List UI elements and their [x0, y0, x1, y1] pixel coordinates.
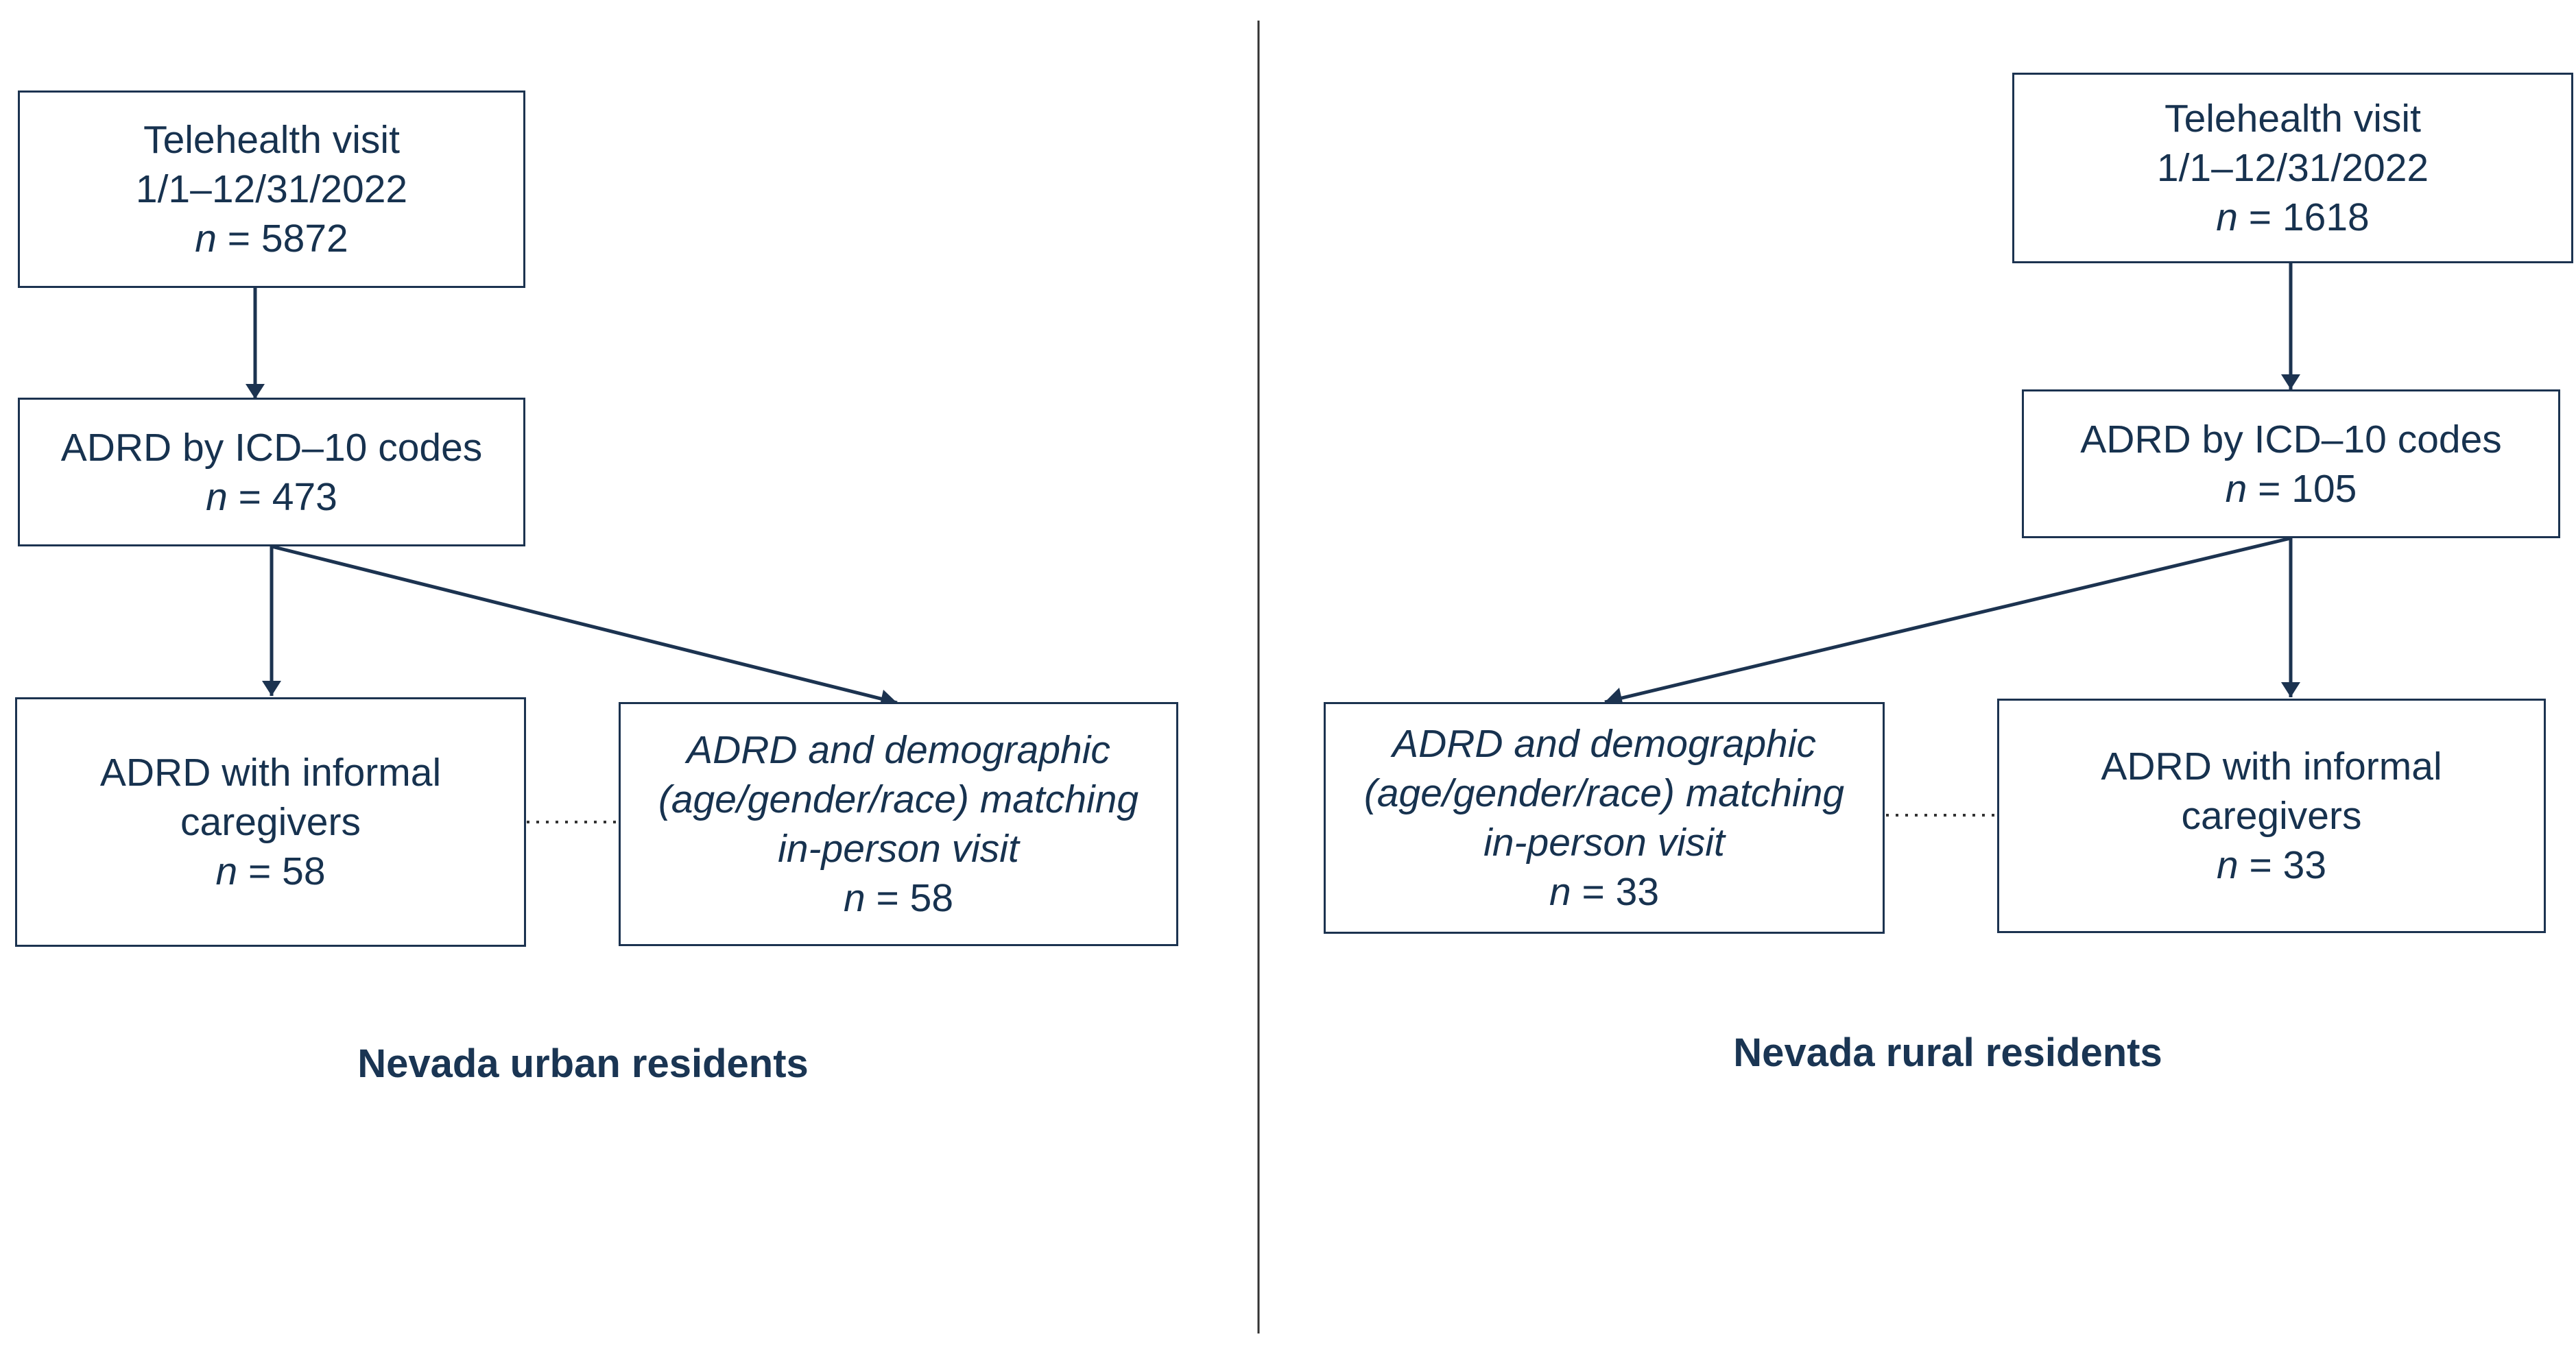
urban-telehealth-count: n = 5872 [195, 214, 348, 263]
count-value: = 58 [865, 876, 954, 920]
urban-telehealth-title: Telehealth visit [143, 118, 400, 162]
urban-caption: Nevada urban residents [357, 1041, 809, 1086]
rural-telehealth-box: Telehealth visit 1/1–12/31/2022 n = 1618 [2012, 73, 2573, 263]
rural-adrd-title: ADRD by ICD–10 codes [2080, 417, 2502, 461]
urban-telehealth-box: Telehealth visit 1/1–12/31/2022 n = 5872 [18, 90, 525, 288]
rural-caregivers-line2: caregivers [2181, 794, 2362, 838]
urban-arrowhead-1 [246, 384, 265, 399]
rural-caregivers-box: ADRD with informal caregivers n = 33 [1997, 699, 2546, 933]
rural-matching-line1: ADRD and demographic [1392, 722, 1816, 766]
rural-arrowhead-1 [2281, 374, 2300, 389]
urban-matching-box: ADRD and demographic (age/gender/race) m… [619, 702, 1178, 946]
rural-arrowhead-2 [2281, 682, 2300, 697]
urban-adrd-count: n = 473 [206, 472, 337, 522]
count-value: = 1618 [2237, 195, 2370, 239]
urban-matching-line2: (age/gender/race) matching [658, 777, 1139, 821]
rural-caption: Nevada rural residents [1733, 1030, 2162, 1075]
urban-matching-count: n = 58 [844, 873, 953, 923]
count-value: = 33 [2238, 843, 2327, 887]
n-symbol: n [215, 849, 238, 893]
urban-caregivers-count: n = 58 [215, 847, 325, 896]
rural-telehealth-dates: 1/1–12/31/2022 [2156, 146, 2429, 190]
urban-caregivers-box: ADRD with informal caregivers n = 58 [15, 697, 526, 947]
rural-caregivers-line1: ADRD with informal [2101, 745, 2442, 788]
urban-arrow-adrd-to-matching [271, 544, 898, 705]
rural-telehealth-title: Telehealth visit [2164, 97, 2421, 141]
urban-caregivers-line1: ADRD with informal [99, 751, 442, 795]
n-symbol: n [206, 474, 228, 519]
count-value: = 58 [237, 849, 326, 893]
urban-caregivers-line2: caregivers [180, 800, 361, 844]
rural-arrow-adrd-to-matching [1604, 536, 2291, 704]
urban-telehealth-dates: 1/1–12/31/2022 [135, 167, 408, 211]
rural-matching-line3: in-person visit [1483, 821, 1725, 865]
urban-matching-line3: in-person visit [778, 827, 1019, 871]
count-value: = 473 [227, 474, 337, 519]
urban-adrd-box: ADRD by ICD–10 codes n = 473 [18, 398, 525, 546]
rural-telehealth-count: n = 1618 [2216, 193, 2369, 242]
count-value: = 5872 [216, 217, 348, 261]
n-symbol: n [1549, 870, 1571, 914]
n-symbol: n [843, 876, 866, 920]
urban-adrd-title: ADRD by ICD–10 codes [60, 425, 483, 470]
rural-matching-line2: (age/gender/race) matching [1363, 771, 1845, 815]
count-value: = 33 [1571, 870, 1660, 914]
n-symbol: n [195, 217, 217, 261]
rural-arrowhead-3 [1605, 688, 1623, 706]
n-symbol: n [2216, 195, 2238, 239]
rural-adrd-count: n = 105 [2226, 464, 2357, 514]
n-symbol: n [2225, 466, 2247, 511]
rural-matching-box: ADRD and demographic (age/gender/race) m… [1324, 702, 1885, 934]
count-value: = 105 [2247, 466, 2357, 511]
rural-caregivers-count: n = 33 [2217, 841, 2326, 890]
n-symbol: n [2216, 843, 2239, 887]
rural-adrd-box: ADRD by ICD–10 codes n = 105 [2022, 389, 2560, 538]
urban-arrowhead-2 [262, 681, 281, 696]
urban-matching-line1: ADRD and demographic [687, 728, 1110, 772]
rural-matching-count: n = 33 [1549, 867, 1659, 917]
